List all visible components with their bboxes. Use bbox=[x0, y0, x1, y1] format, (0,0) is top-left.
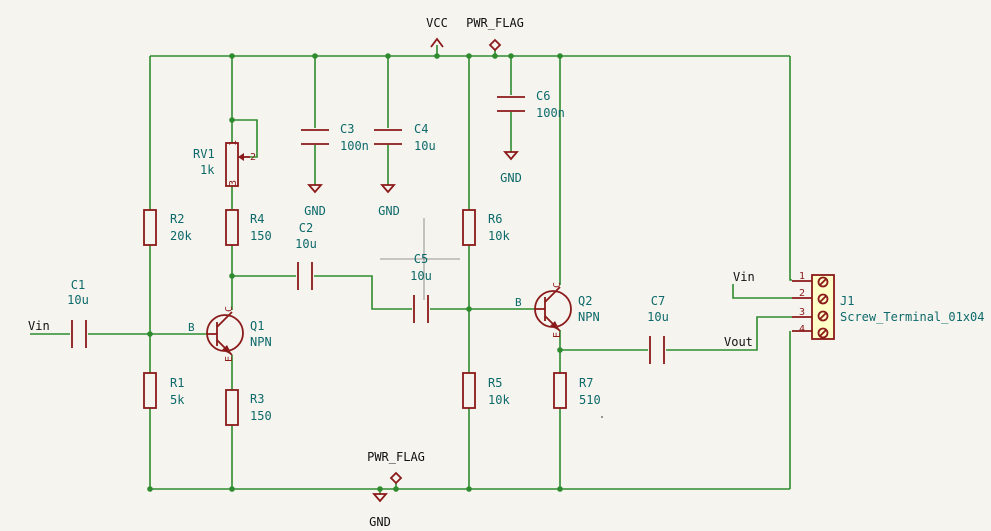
rv1-potentiometer[interactable]: 1 2 3 RV1 1k bbox=[193, 140, 256, 187]
svg-text:1: 1 bbox=[228, 140, 239, 146]
svg-text:NPN: NPN bbox=[578, 310, 600, 324]
svg-text:3: 3 bbox=[228, 180, 239, 186]
svg-text:RV1: RV1 bbox=[193, 147, 215, 161]
svg-text:510: 510 bbox=[579, 393, 601, 407]
svg-text:Screw_Terminal_01x04: Screw_Terminal_01x04 bbox=[840, 310, 985, 324]
svg-text:B: B bbox=[515, 296, 522, 309]
svg-text:100n: 100n bbox=[536, 106, 565, 120]
svg-text:20k: 20k bbox=[170, 229, 192, 243]
svg-text:C7: C7 bbox=[651, 294, 665, 308]
svg-text:5k: 5k bbox=[170, 393, 185, 407]
pwr-flag-bottom[interactable]: PWR_FLAG bbox=[367, 450, 425, 485]
svg-text:C6: C6 bbox=[536, 89, 550, 103]
c3-capacitor[interactable]: C3 100n bbox=[301, 122, 369, 153]
svg-text:2: 2 bbox=[250, 152, 256, 163]
r1-resistor[interactable]: R1 5k bbox=[143, 372, 185, 409]
r6-resistor[interactable]: R6 10k bbox=[462, 209, 510, 246]
wires bbox=[30, 45, 792, 494]
svg-text:GND: GND bbox=[369, 515, 391, 529]
svg-text:1: 1 bbox=[799, 271, 805, 282]
c4-capacitor[interactable]: C4 10u bbox=[374, 122, 436, 153]
junctions bbox=[147, 53, 563, 492]
pwr-flag-top[interactable]: PWR_FLAG bbox=[466, 16, 524, 52]
svg-text:10k: 10k bbox=[488, 229, 510, 243]
svg-text:J1: J1 bbox=[840, 294, 854, 308]
svg-text:150: 150 bbox=[250, 229, 272, 243]
svg-text:VCC: VCC bbox=[426, 16, 448, 30]
svg-text:10u: 10u bbox=[410, 269, 432, 283]
gnd-symbol-c4[interactable]: GND bbox=[378, 184, 400, 218]
svg-text:GND: GND bbox=[378, 204, 400, 218]
svg-text:2: 2 bbox=[799, 288, 805, 299]
svg-text:NPN: NPN bbox=[250, 335, 272, 349]
svg-text:R4: R4 bbox=[250, 212, 264, 226]
vcc-symbol[interactable]: VCC bbox=[426, 16, 448, 48]
svg-text:E: E bbox=[224, 356, 235, 362]
svg-text:R2: R2 bbox=[170, 212, 184, 226]
svg-text:3: 3 bbox=[799, 307, 805, 318]
svg-text:4: 4 bbox=[799, 324, 805, 335]
r4-resistor[interactable]: R4 150 bbox=[225, 209, 272, 246]
q2-transistor[interactable]: B C E Q2 NPN bbox=[515, 282, 600, 338]
svg-text:R1: R1 bbox=[170, 376, 184, 390]
svg-text:GND: GND bbox=[304, 204, 326, 218]
svg-text:150: 150 bbox=[250, 409, 272, 423]
r2-resistor[interactable]: R2 20k bbox=[143, 209, 192, 246]
net-label-vin-right[interactable]: Vin bbox=[733, 270, 755, 284]
r5-resistor[interactable]: R5 10k bbox=[462, 372, 510, 409]
c7-capacitor[interactable]: C7 10u bbox=[647, 294, 669, 364]
svg-text:R3: R3 bbox=[250, 392, 264, 406]
svg-text:R6: R6 bbox=[488, 212, 502, 226]
c6-capacitor[interactable]: C6 100n bbox=[497, 89, 565, 120]
c5-capacitor[interactable]: C5 10u bbox=[380, 218, 460, 323]
svg-text:C5: C5 bbox=[414, 252, 428, 266]
svg-text:100n: 100n bbox=[340, 139, 369, 153]
r3-resistor[interactable]: R3 150 bbox=[225, 389, 272, 426]
svg-text:10u: 10u bbox=[647, 310, 669, 324]
svg-text:R7: R7 bbox=[579, 376, 593, 390]
c2-capacitor[interactable]: C2 10u bbox=[295, 221, 317, 290]
svg-text:10u: 10u bbox=[67, 293, 89, 307]
svg-text:R5: R5 bbox=[488, 376, 502, 390]
svg-text:B: B bbox=[188, 321, 195, 334]
svg-text:C4: C4 bbox=[414, 122, 428, 136]
svg-text:1k: 1k bbox=[200, 163, 215, 177]
j1-screw-terminal[interactable]: 1 2 3 4 J1 Screw_Terminal_01x04 bbox=[792, 271, 985, 340]
svg-text:10u: 10u bbox=[414, 139, 436, 153]
gnd-symbol-bottom[interactable]: GND bbox=[369, 493, 391, 529]
svg-text:C: C bbox=[552, 282, 563, 288]
svg-text:E: E bbox=[552, 332, 563, 338]
svg-text:C2: C2 bbox=[299, 221, 313, 235]
net-label-vin-left[interactable]: Vin bbox=[28, 319, 50, 333]
net-label-vout[interactable]: Vout bbox=[724, 335, 753, 349]
svg-text:PWR_FLAG: PWR_FLAG bbox=[367, 450, 425, 464]
svg-text:GND: GND bbox=[500, 171, 522, 185]
c1-capacitor[interactable]: C1 10u bbox=[67, 278, 89, 348]
r7-resistor[interactable]: R7 510 bbox=[553, 372, 601, 409]
svg-text:Q2: Q2 bbox=[578, 294, 592, 308]
gnd-symbol-c6[interactable]: GND bbox=[500, 151, 522, 185]
svg-text:PWR_FLAG: PWR_FLAG bbox=[466, 16, 524, 30]
svg-text:10u: 10u bbox=[295, 237, 317, 251]
svg-text:C1: C1 bbox=[71, 278, 85, 292]
j1-screws bbox=[817, 276, 829, 339]
svg-text:10k: 10k bbox=[488, 393, 510, 407]
grid-dot bbox=[601, 416, 603, 418]
q1-transistor[interactable]: B C E Q1 NPN bbox=[188, 306, 272, 362]
gnd-symbol-c3[interactable]: GND bbox=[304, 184, 326, 218]
svg-text:C: C bbox=[224, 306, 235, 312]
svg-text:C3: C3 bbox=[340, 122, 354, 136]
svg-text:Q1: Q1 bbox=[250, 319, 264, 333]
